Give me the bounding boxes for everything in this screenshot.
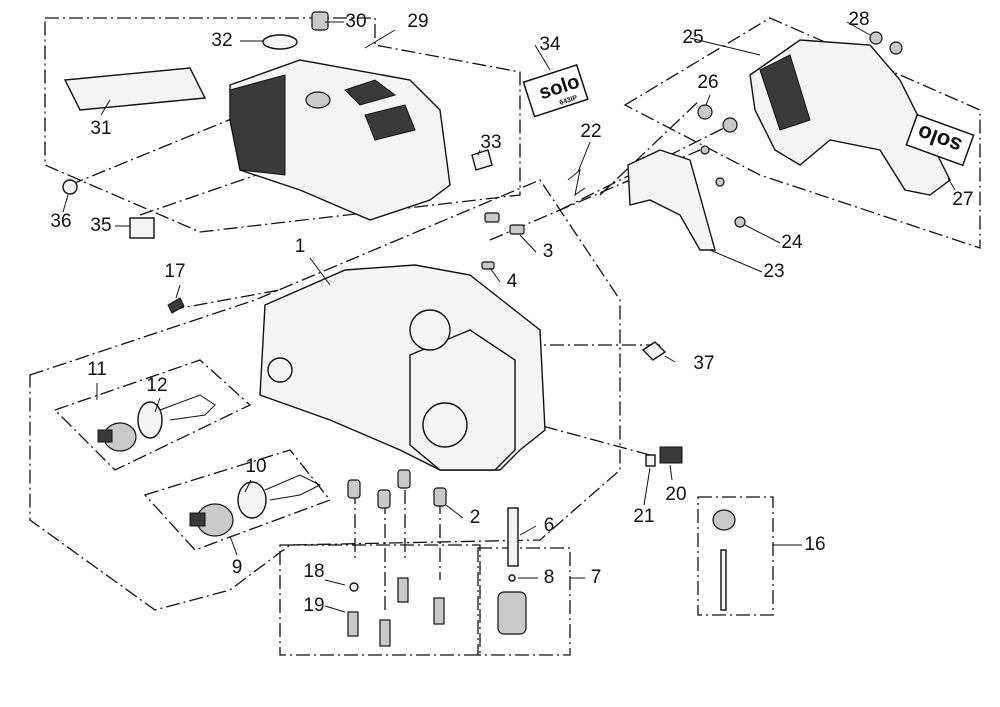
callout-12: 12 xyxy=(146,375,167,396)
callout-18: 18 xyxy=(303,561,324,582)
sleeve-2b xyxy=(377,489,391,509)
nut-26a xyxy=(697,104,713,120)
callout-24: 24 xyxy=(781,232,803,253)
callout-26: 26 xyxy=(697,72,718,93)
cap-group-11-boundary xyxy=(53,359,252,471)
screw-19d xyxy=(433,597,445,625)
decal-37 xyxy=(641,341,667,361)
callout-19: 19 xyxy=(303,595,324,616)
screw-19c xyxy=(397,577,409,603)
screw-19b xyxy=(379,619,391,647)
callout-21: 21 xyxy=(633,506,654,527)
crankcase-group-boundary xyxy=(29,179,621,611)
nut-28a xyxy=(869,31,883,45)
hose-6 xyxy=(507,507,519,567)
ring-8 xyxy=(508,574,516,582)
plug-30 xyxy=(311,11,329,31)
callout-29: 29 xyxy=(407,11,428,32)
chain-cover-25 xyxy=(749,39,951,196)
filler-cap-32 xyxy=(262,34,298,50)
filter-7 xyxy=(497,591,527,635)
callout-23: 23 xyxy=(763,261,784,282)
tool-16-rod xyxy=(720,549,727,611)
callout-35: 35 xyxy=(90,215,111,236)
sleeve-2d xyxy=(433,487,447,507)
callout-27: 27 xyxy=(952,189,973,210)
callout-1: 1 xyxy=(295,236,306,257)
screw-24 xyxy=(734,216,746,228)
screw-19a xyxy=(347,611,359,637)
hood-window xyxy=(364,104,416,141)
crankcase-bore xyxy=(422,402,468,448)
filter-group-boundary xyxy=(477,547,571,656)
oil-cap-11 xyxy=(97,394,216,452)
sleeve-2c xyxy=(397,469,411,489)
washer-18 xyxy=(349,582,359,592)
pin-4 xyxy=(481,261,495,270)
tool-group-boundary xyxy=(697,496,774,616)
nipple-17 xyxy=(167,297,185,314)
screw-group-boundary xyxy=(279,544,481,656)
decal-21 xyxy=(645,454,656,467)
crankcase-tank xyxy=(409,329,516,471)
callout-labels: 1 2 3 4 6 7 8 9 10 11 12 16 17 18 19 20 … xyxy=(50,9,973,616)
callout-34: 34 xyxy=(539,34,561,55)
callout-25: 25 xyxy=(682,27,703,48)
callout-3: 3 xyxy=(543,241,554,262)
callout-10: 10 xyxy=(245,456,266,477)
decal-33 xyxy=(471,149,493,171)
crankcase-bearing-top xyxy=(409,309,451,351)
callout-11: 11 xyxy=(87,359,107,380)
tool-16-head xyxy=(712,509,736,531)
hood-group-boundary xyxy=(44,17,521,233)
callout-7: 7 xyxy=(591,567,602,588)
fuel-cap-9 xyxy=(189,474,322,537)
callout-33: 33 xyxy=(480,132,501,153)
plate-23 xyxy=(627,149,716,251)
callout-20: 20 xyxy=(665,484,686,505)
hood-cap-seat xyxy=(305,91,331,109)
callout-2: 2 xyxy=(470,507,481,528)
stud-3a xyxy=(484,212,500,223)
hood-side-panel xyxy=(229,74,286,176)
callout-22: 22 xyxy=(580,121,601,142)
switch-20 xyxy=(659,446,683,464)
crankcase-bore-left xyxy=(267,357,293,383)
hood-window-top xyxy=(344,79,397,106)
callout-36: 36 xyxy=(50,211,71,232)
callout-9: 9 xyxy=(232,557,243,578)
callout-28: 28 xyxy=(848,9,869,30)
stud-3b xyxy=(509,224,525,235)
decal-35 xyxy=(129,217,155,239)
cap-group-9-boundary xyxy=(143,449,332,551)
callout-37: 37 xyxy=(693,353,714,374)
spring-22 xyxy=(567,168,586,197)
nut-26b xyxy=(722,117,738,133)
screw-plate-b xyxy=(715,177,725,187)
callout-16: 16 xyxy=(804,534,825,555)
callout-8: 8 xyxy=(544,567,555,588)
chain-cover-group-boundary xyxy=(623,17,981,249)
chain-cover-bracket xyxy=(759,54,811,131)
o-ring-36 xyxy=(62,179,78,195)
callout-32: 32 xyxy=(211,30,232,51)
callout-30: 30 xyxy=(345,11,366,32)
callout-17: 17 xyxy=(164,261,185,282)
screw-plate-a xyxy=(700,145,710,155)
callout-4: 4 xyxy=(507,271,518,292)
sleeve-2a xyxy=(347,479,361,499)
brand-decal-34: solo 643IP xyxy=(522,64,589,118)
leader-lines xyxy=(62,21,956,613)
leader-dashed xyxy=(69,94,731,610)
decal-31 xyxy=(63,67,207,111)
callout-6: 6 xyxy=(544,515,555,536)
callout-31: 31 xyxy=(90,118,111,139)
nut-28b xyxy=(889,41,903,55)
